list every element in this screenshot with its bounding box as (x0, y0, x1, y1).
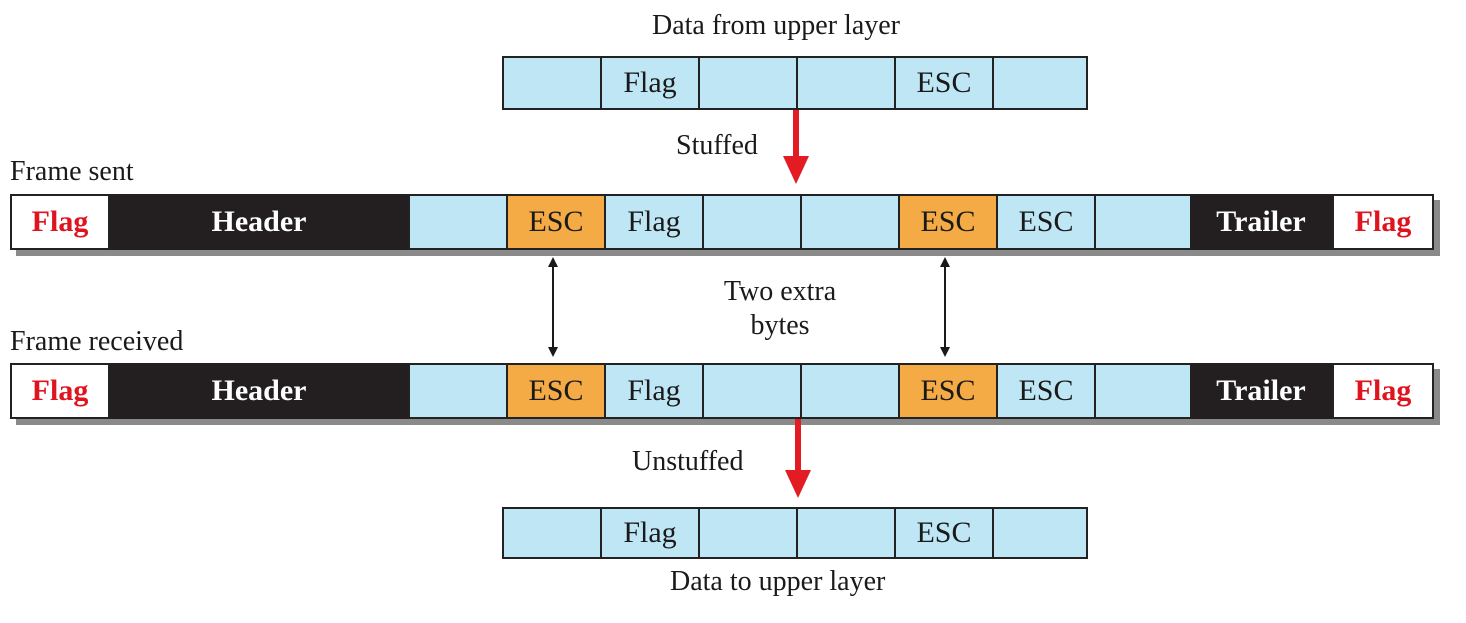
flag-left: Flag (10, 363, 110, 419)
top-cell: ESC (894, 56, 992, 110)
header-field: Header (110, 363, 408, 419)
top-title: Data from upper layer (652, 10, 900, 41)
frame-received-shadow (16, 419, 1440, 425)
stuffed-esc-byte: ESC (898, 194, 996, 250)
payload-byte (702, 363, 800, 419)
unstuffed-arrow (785, 419, 811, 498)
unstuffed-label: Unstuffed (632, 446, 744, 477)
payload-byte: Flag (604, 194, 702, 250)
frame-received-label: Frame received (10, 326, 184, 357)
top-cell (992, 56, 1088, 110)
bottom-cell (992, 507, 1088, 559)
payload-byte (800, 363, 898, 419)
payload-byte (408, 363, 506, 419)
trailer-field: Trailer (1190, 194, 1332, 250)
bottom-title: Data to upper layer (670, 566, 886, 597)
payload-byte: Flag (604, 363, 702, 419)
top-cell (698, 56, 796, 110)
stuffed-esc-byte: ESC (506, 194, 604, 250)
extra-bytes-label-2: bytes (750, 310, 810, 341)
flag-right: Flag (1332, 194, 1434, 250)
stuffed-label: Stuffed (676, 130, 758, 161)
stuffed-esc-byte: ESC (506, 363, 604, 419)
header-field: Header (110, 194, 408, 250)
frame-sent-shadow-side (1434, 200, 1440, 256)
top-cell (796, 56, 894, 110)
stuffed-esc-byte: ESC (898, 363, 996, 419)
bottom-cell: Flag (600, 507, 698, 559)
bottom-cell (698, 507, 796, 559)
payload-byte (702, 194, 800, 250)
bottom-cell (796, 507, 894, 559)
payload-byte: ESC (996, 363, 1094, 419)
stuffed-arrow (783, 110, 809, 184)
payload-byte: ESC (996, 194, 1094, 250)
trailer-field: Trailer (1190, 363, 1332, 419)
frame-received-shadow-side (1434, 369, 1440, 425)
extra-bytes-label-1: Two extra (723, 276, 837, 307)
flag-left: Flag (10, 194, 110, 250)
frame-sent-label: Frame sent (10, 156, 134, 187)
bottom-cell (502, 507, 600, 559)
payload-byte (800, 194, 898, 250)
frame-sent-shadow (16, 250, 1440, 256)
top-cell: Flag (600, 56, 698, 110)
payload-byte (1094, 363, 1190, 419)
flag-right: Flag (1332, 363, 1434, 419)
top-cell (502, 56, 600, 110)
payload-byte (408, 194, 506, 250)
payload-byte (1094, 194, 1190, 250)
bottom-cell: ESC (894, 507, 992, 559)
